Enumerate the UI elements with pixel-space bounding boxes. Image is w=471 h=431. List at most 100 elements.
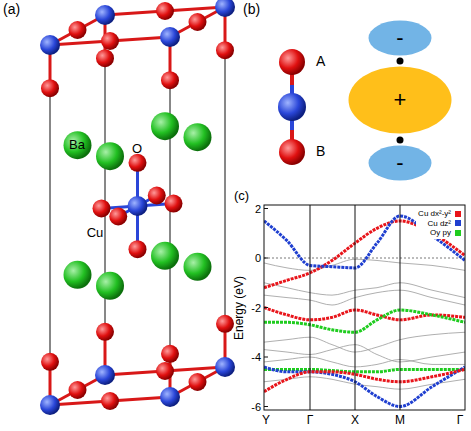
o-atom bbox=[129, 240, 147, 258]
o-atom bbox=[161, 345, 179, 363]
node-dot bbox=[397, 58, 404, 65]
cell-edge bbox=[105, 15, 106, 375]
legend-box: Cu dx²-y²Cu dz²Oy py bbox=[416, 208, 463, 239]
legend-text: Cu dz² bbox=[427, 219, 451, 229]
y-tick bbox=[264, 357, 268, 358]
k-point-label: M bbox=[395, 414, 405, 427]
o-atom bbox=[216, 315, 234, 333]
legend-entry: Cu dz² bbox=[418, 219, 461, 229]
o-atom bbox=[189, 13, 207, 31]
axis-title: Energy (eV) bbox=[233, 276, 246, 340]
cell-edge bbox=[170, 37, 171, 397]
lobe-sign: - bbox=[396, 27, 403, 49]
lobe-sign: - bbox=[396, 152, 403, 174]
legend-swatch bbox=[455, 220, 461, 226]
cu-atom bbox=[40, 395, 60, 415]
band-line bbox=[264, 345, 465, 362]
o-atom bbox=[101, 392, 119, 410]
ba-atom bbox=[151, 112, 179, 140]
o-atom bbox=[189, 373, 207, 391]
ba-atom bbox=[151, 242, 179, 270]
part-label: (b) bbox=[243, 2, 260, 17]
legend-swatch bbox=[455, 230, 461, 236]
o-atom bbox=[165, 195, 183, 213]
projected-band bbox=[264, 308, 465, 320]
k-point-label: Γ bbox=[457, 414, 464, 427]
k-point-line bbox=[310, 205, 311, 410]
o-atom bbox=[216, 41, 234, 59]
y-tick bbox=[264, 307, 268, 308]
o-atom bbox=[41, 353, 59, 371]
cell-edge bbox=[225, 7, 226, 367]
lobe-shape bbox=[369, 146, 432, 181]
y-tick bbox=[264, 258, 268, 259]
part-label: B bbox=[316, 144, 325, 159]
ba-atom bbox=[184, 253, 212, 281]
ba-atom bbox=[96, 272, 124, 300]
lobe-sign: + bbox=[394, 89, 407, 111]
cu-atom bbox=[160, 27, 180, 47]
cu-atom bbox=[215, 0, 235, 17]
band-line bbox=[264, 290, 465, 305]
legend-text: Oy py bbox=[430, 228, 451, 238]
tick-label: -6 bbox=[251, 400, 261, 412]
crystal-structure bbox=[40, 0, 235, 415]
cu-atom bbox=[95, 365, 115, 385]
o-atom bbox=[279, 139, 305, 165]
cu-atom bbox=[278, 93, 306, 121]
part-label: (c) bbox=[234, 189, 249, 203]
o-atom bbox=[93, 199, 111, 217]
k-point-line bbox=[400, 205, 401, 410]
ba-atom bbox=[64, 131, 92, 159]
o-atom bbox=[161, 71, 179, 89]
o-atom bbox=[69, 21, 87, 39]
cu-atom bbox=[95, 5, 115, 25]
o-atom bbox=[279, 49, 305, 75]
part-label: Ba bbox=[69, 138, 85, 152]
cu-atom bbox=[128, 196, 148, 216]
tick-label: -2 bbox=[251, 301, 261, 313]
k-point-label: Y bbox=[262, 414, 270, 427]
o-atom bbox=[156, 2, 174, 20]
ba-atom bbox=[184, 123, 212, 151]
cell-edge bbox=[50, 45, 51, 405]
orbital-lobe: - bbox=[368, 20, 432, 56]
legend-entry: Oy py bbox=[418, 228, 461, 238]
o-atom bbox=[69, 381, 87, 399]
legend-swatch bbox=[455, 211, 461, 217]
o-atom bbox=[96, 323, 114, 341]
fermi-level bbox=[264, 258, 465, 259]
y-tick bbox=[264, 208, 268, 209]
o-atom bbox=[148, 187, 166, 205]
ba-atom bbox=[96, 142, 124, 170]
cu-atom bbox=[215, 357, 235, 377]
cu-atom bbox=[160, 387, 180, 407]
tick-label: 0 bbox=[255, 252, 261, 264]
y-tick bbox=[264, 406, 268, 407]
orbital-lobe: - bbox=[368, 145, 432, 181]
o-atom bbox=[129, 154, 147, 172]
k-point-label: X bbox=[351, 414, 359, 427]
band-lines bbox=[264, 216, 465, 407]
band-structure bbox=[264, 205, 465, 410]
part-label: (a) bbox=[3, 2, 20, 17]
band-line bbox=[264, 357, 465, 367]
projected-band bbox=[264, 310, 465, 332]
orbital-lobe: + bbox=[348, 66, 452, 134]
tick-label: 2 bbox=[255, 202, 261, 214]
o-atom bbox=[41, 79, 59, 97]
k-point-line bbox=[355, 205, 356, 410]
ba-atom bbox=[64, 261, 92, 289]
projected-band bbox=[264, 216, 465, 268]
cu-atom bbox=[40, 35, 60, 55]
o-atom bbox=[101, 32, 119, 50]
tick-label: -4 bbox=[251, 351, 261, 363]
node-dot bbox=[397, 137, 404, 144]
projected-band bbox=[264, 369, 465, 391]
legend-text: Cu dx²-y² bbox=[418, 209, 451, 219]
part-label: Cu bbox=[87, 226, 104, 240]
projected-band bbox=[264, 221, 465, 288]
